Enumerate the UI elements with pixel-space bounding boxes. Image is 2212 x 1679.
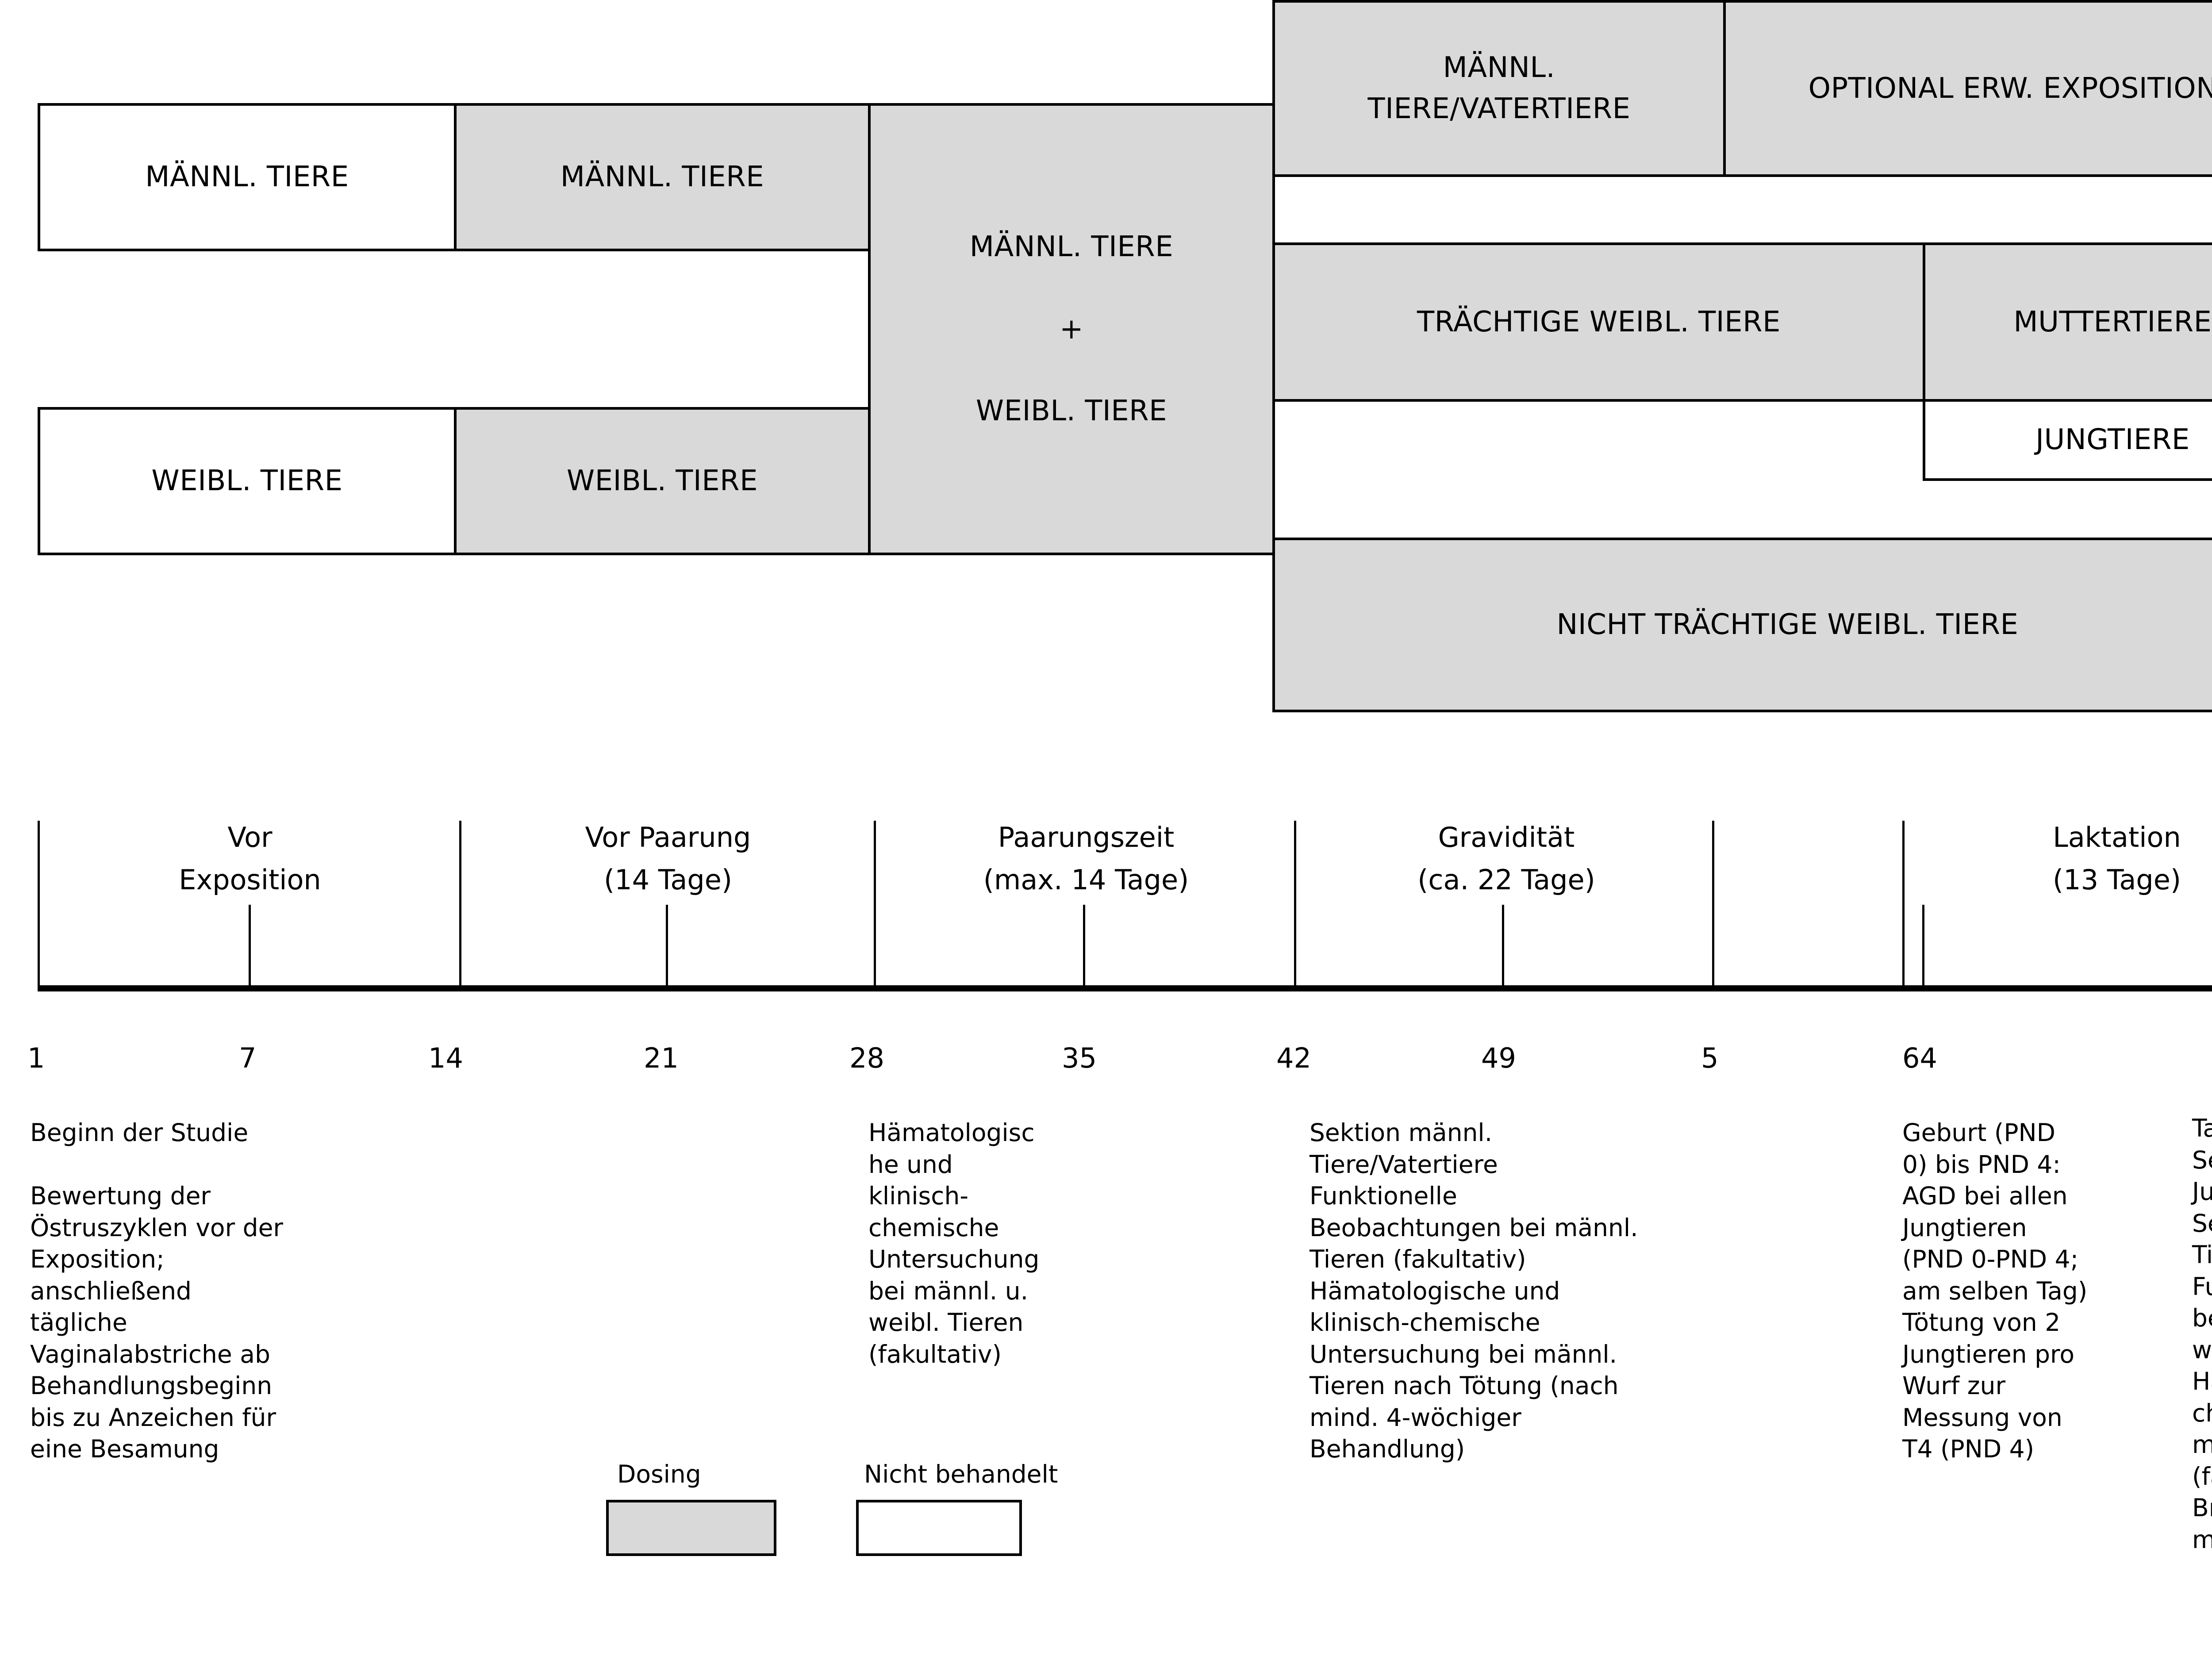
group-box-male-female-mating: MÄNNL. TIERE + WEIBL. TIERE bbox=[868, 103, 1275, 555]
timeline-axis-bar bbox=[38, 985, 2212, 991]
day-label-7: 7 bbox=[239, 1042, 257, 1074]
day-label-42: 42 bbox=[1276, 1042, 1311, 1074]
group-box-non-pregnant-females: NICHT TRÄCHTIGE WEIBL. TIERE bbox=[1272, 538, 2212, 712]
legend-swatch-untreated bbox=[856, 1500, 1022, 1556]
day-label-14: 14 bbox=[428, 1042, 463, 1074]
timeline-tick-major bbox=[1902, 821, 1905, 987]
timeline-tick-major bbox=[1712, 821, 1714, 987]
group-box-pregnant-females: TRÄCHTIGE WEIBL. TIERE bbox=[1272, 242, 1925, 402]
group-box-female-preexposure: WEIBL. TIERE bbox=[38, 407, 457, 555]
group-box-male-sires: MÄNNL. TIERE/VATERTIERE bbox=[1272, 0, 1726, 177]
day-label-35: 35 bbox=[1062, 1042, 1097, 1074]
note-study-start: Beginn der Studie Bewertung der Östruszy… bbox=[30, 1118, 284, 1463]
timeline-tick-major bbox=[874, 821, 876, 987]
timeline-tick-minor bbox=[1502, 905, 1504, 987]
timeline-tick-major bbox=[1294, 821, 1296, 987]
timeline-tick-minor bbox=[1922, 905, 1924, 987]
timeline-tick-major bbox=[459, 821, 461, 987]
phase-label-mating: Paarungszeit (max. 14 Tage) bbox=[983, 821, 1189, 896]
timeline-tick-minor bbox=[249, 905, 251, 987]
note-male-necropsy: Sektion männl. Tiere/Vatertiere Funktion… bbox=[1310, 1118, 1638, 1463]
legend-label-dosing: Dosing bbox=[617, 1460, 701, 1488]
group-box-dams: MUTTERTIERE bbox=[1923, 242, 2212, 402]
day-label-28: 28 bbox=[849, 1042, 884, 1074]
timeline-tick-minor bbox=[1083, 905, 1085, 987]
note-day13-postpartum: Tag 13 nach der Geburt Sektion von weibl… bbox=[2192, 1114, 2212, 1554]
timeline-tick-major bbox=[38, 821, 40, 987]
legend-label-untreated: Nicht behandelt bbox=[864, 1460, 1058, 1488]
phase-label-pre-exposure: Vor Exposition bbox=[179, 821, 321, 896]
day-label-1: 1 bbox=[27, 1042, 45, 1074]
group-box-optional-extended-exposure: OPTIONAL ERW. EXPOSITION bbox=[1723, 0, 2212, 177]
phase-label-gestation: Gravidität (ca. 22 Tage) bbox=[1417, 821, 1595, 896]
legend-swatch-dosing bbox=[606, 1500, 776, 1556]
phase-label-lactation: Laktation (13 Tage) bbox=[2052, 821, 2181, 896]
day-label-49: 49 bbox=[1481, 1042, 1516, 1074]
note-haematology: Hämatologisc he und klinisch- chemische … bbox=[868, 1118, 1040, 1368]
group-box-female-predose: WEIBL. TIERE bbox=[454, 407, 871, 555]
day-label-21: 21 bbox=[644, 1042, 679, 1074]
note-birth-pnd: Geburt (PND 0) bis PND 4: AGD bei allen … bbox=[1902, 1118, 2088, 1463]
day-label-5: 5 bbox=[1701, 1042, 1719, 1074]
group-box-male-preexposure: MÄNNL. TIERE bbox=[38, 103, 457, 251]
phase-label-pre-mating: Vor Paarung (14 Tage) bbox=[585, 821, 751, 896]
day-label-64: 64 bbox=[1902, 1042, 1937, 1074]
timeline-tick-minor bbox=[666, 905, 668, 987]
group-box-pups: JUNGTIERE bbox=[1923, 399, 2212, 481]
